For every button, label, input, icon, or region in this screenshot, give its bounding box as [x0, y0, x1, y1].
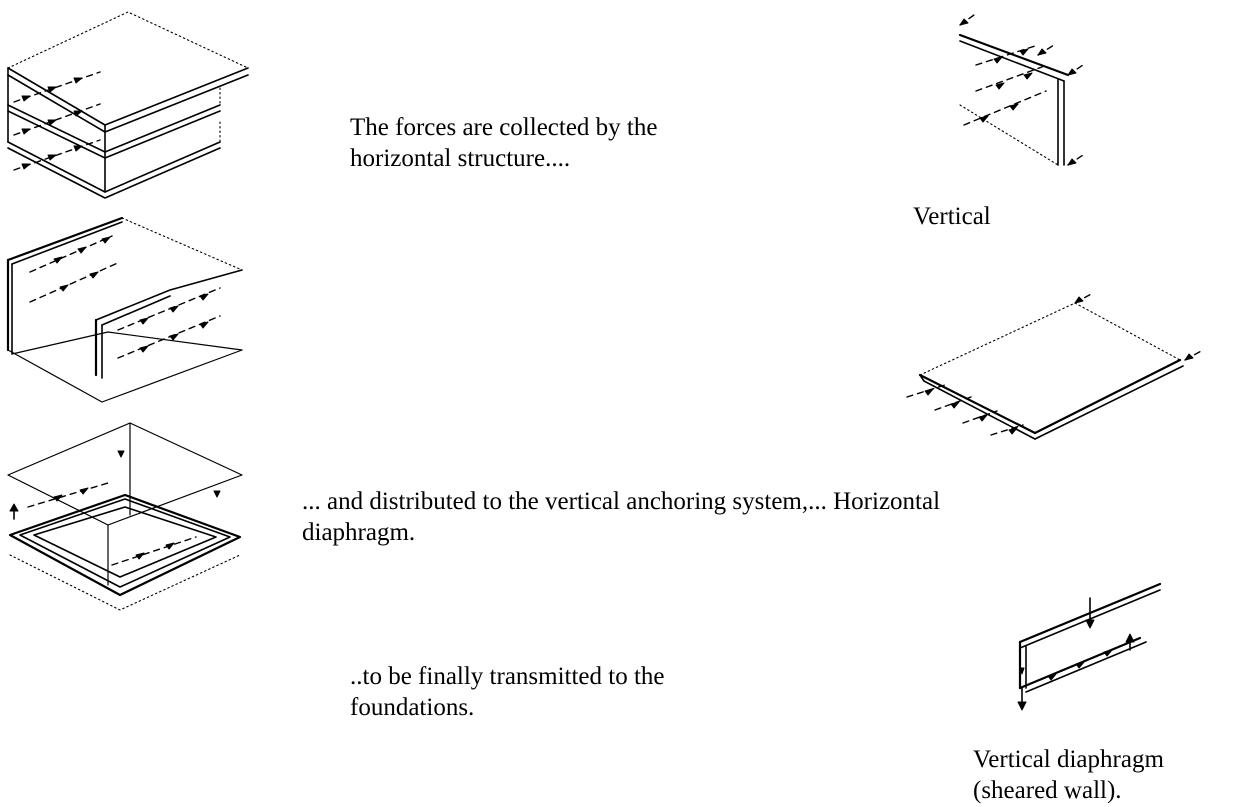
caption-transmitted-line1: ..to be finally transmitted to the — [350, 663, 665, 690]
walls-collecting-forces-figure — [6, 216, 243, 403]
caption-distributed: ... and distributed to the vertical anch… — [302, 486, 940, 548]
sheared-wall-figure — [1017, 582, 1162, 711]
vertical-anchoring-system-figure — [7, 422, 243, 611]
horizontal-diaphragm-figure — [906, 292, 1204, 440]
caption-forces-collected: The forces are collected by the horizont… — [350, 112, 657, 171]
label-vertical: Vertical — [913, 203, 991, 230]
label-sheared-wall: Vertical diaphragm (sheared wall). — [973, 744, 1164, 806]
bottom-slab — [7, 121, 221, 199]
caption-distributed-line2: diaphragm. — [302, 519, 416, 546]
caption-transmitted: ..to be finally transmitted to the found… — [350, 661, 665, 723]
caption-forces-collected-line2: horizontal structure.... — [350, 145, 571, 171]
caption-transmitted-line2: foundations. — [350, 694, 475, 721]
label-sheared-wall-line2: (sheared wall). — [973, 777, 1122, 804]
label-sheared-wall-line1: Vertical diaphragm — [973, 746, 1164, 773]
caption-distributed-line1: ... and distributed to the vertical anch… — [302, 488, 941, 515]
stacked-floor-slabs-figure — [7, 11, 249, 199]
vertical-wall-element-figure — [958, 14, 1087, 166]
force-arrows — [13, 71, 101, 171]
caption-forces-collected-line1: The forces are collected by the — [350, 114, 658, 141]
